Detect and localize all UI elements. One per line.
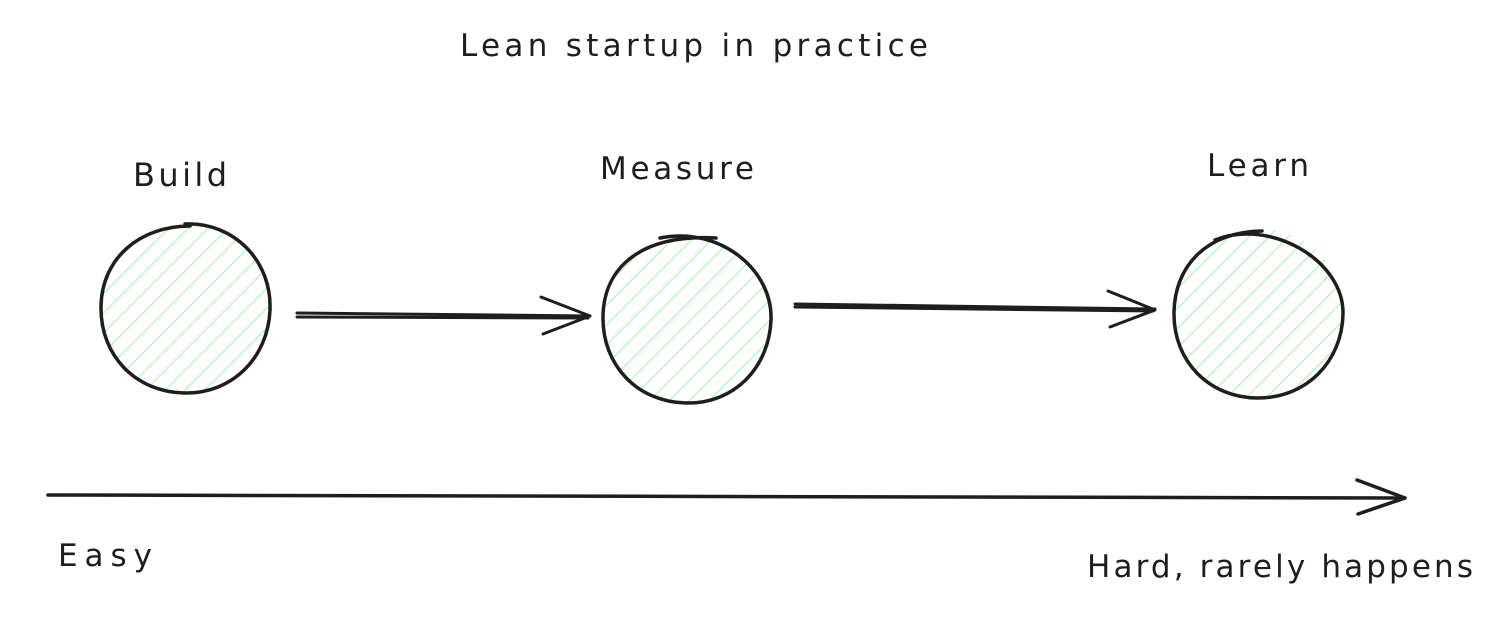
stage-node-learn: [1172, 229, 1345, 400]
arrow-build-to-measure: [295, 295, 592, 336]
difficulty-axis-arrow: [46, 478, 1407, 516]
stage-label-build: Build: [133, 156, 227, 194]
stage-label-learn: Learn: [1207, 148, 1309, 184]
stage-node-measure: [601, 234, 773, 405]
stage-label-measure: Measure: [600, 151, 754, 187]
stage-node-build: [99, 222, 272, 395]
diagram-title: Lean startup in practice: [460, 28, 928, 64]
arrow-measure-to-learn: [793, 289, 1157, 329]
axis-end-label: Hard, rarely happens: [1087, 549, 1473, 585]
axis-start-label: Easy: [58, 538, 152, 574]
